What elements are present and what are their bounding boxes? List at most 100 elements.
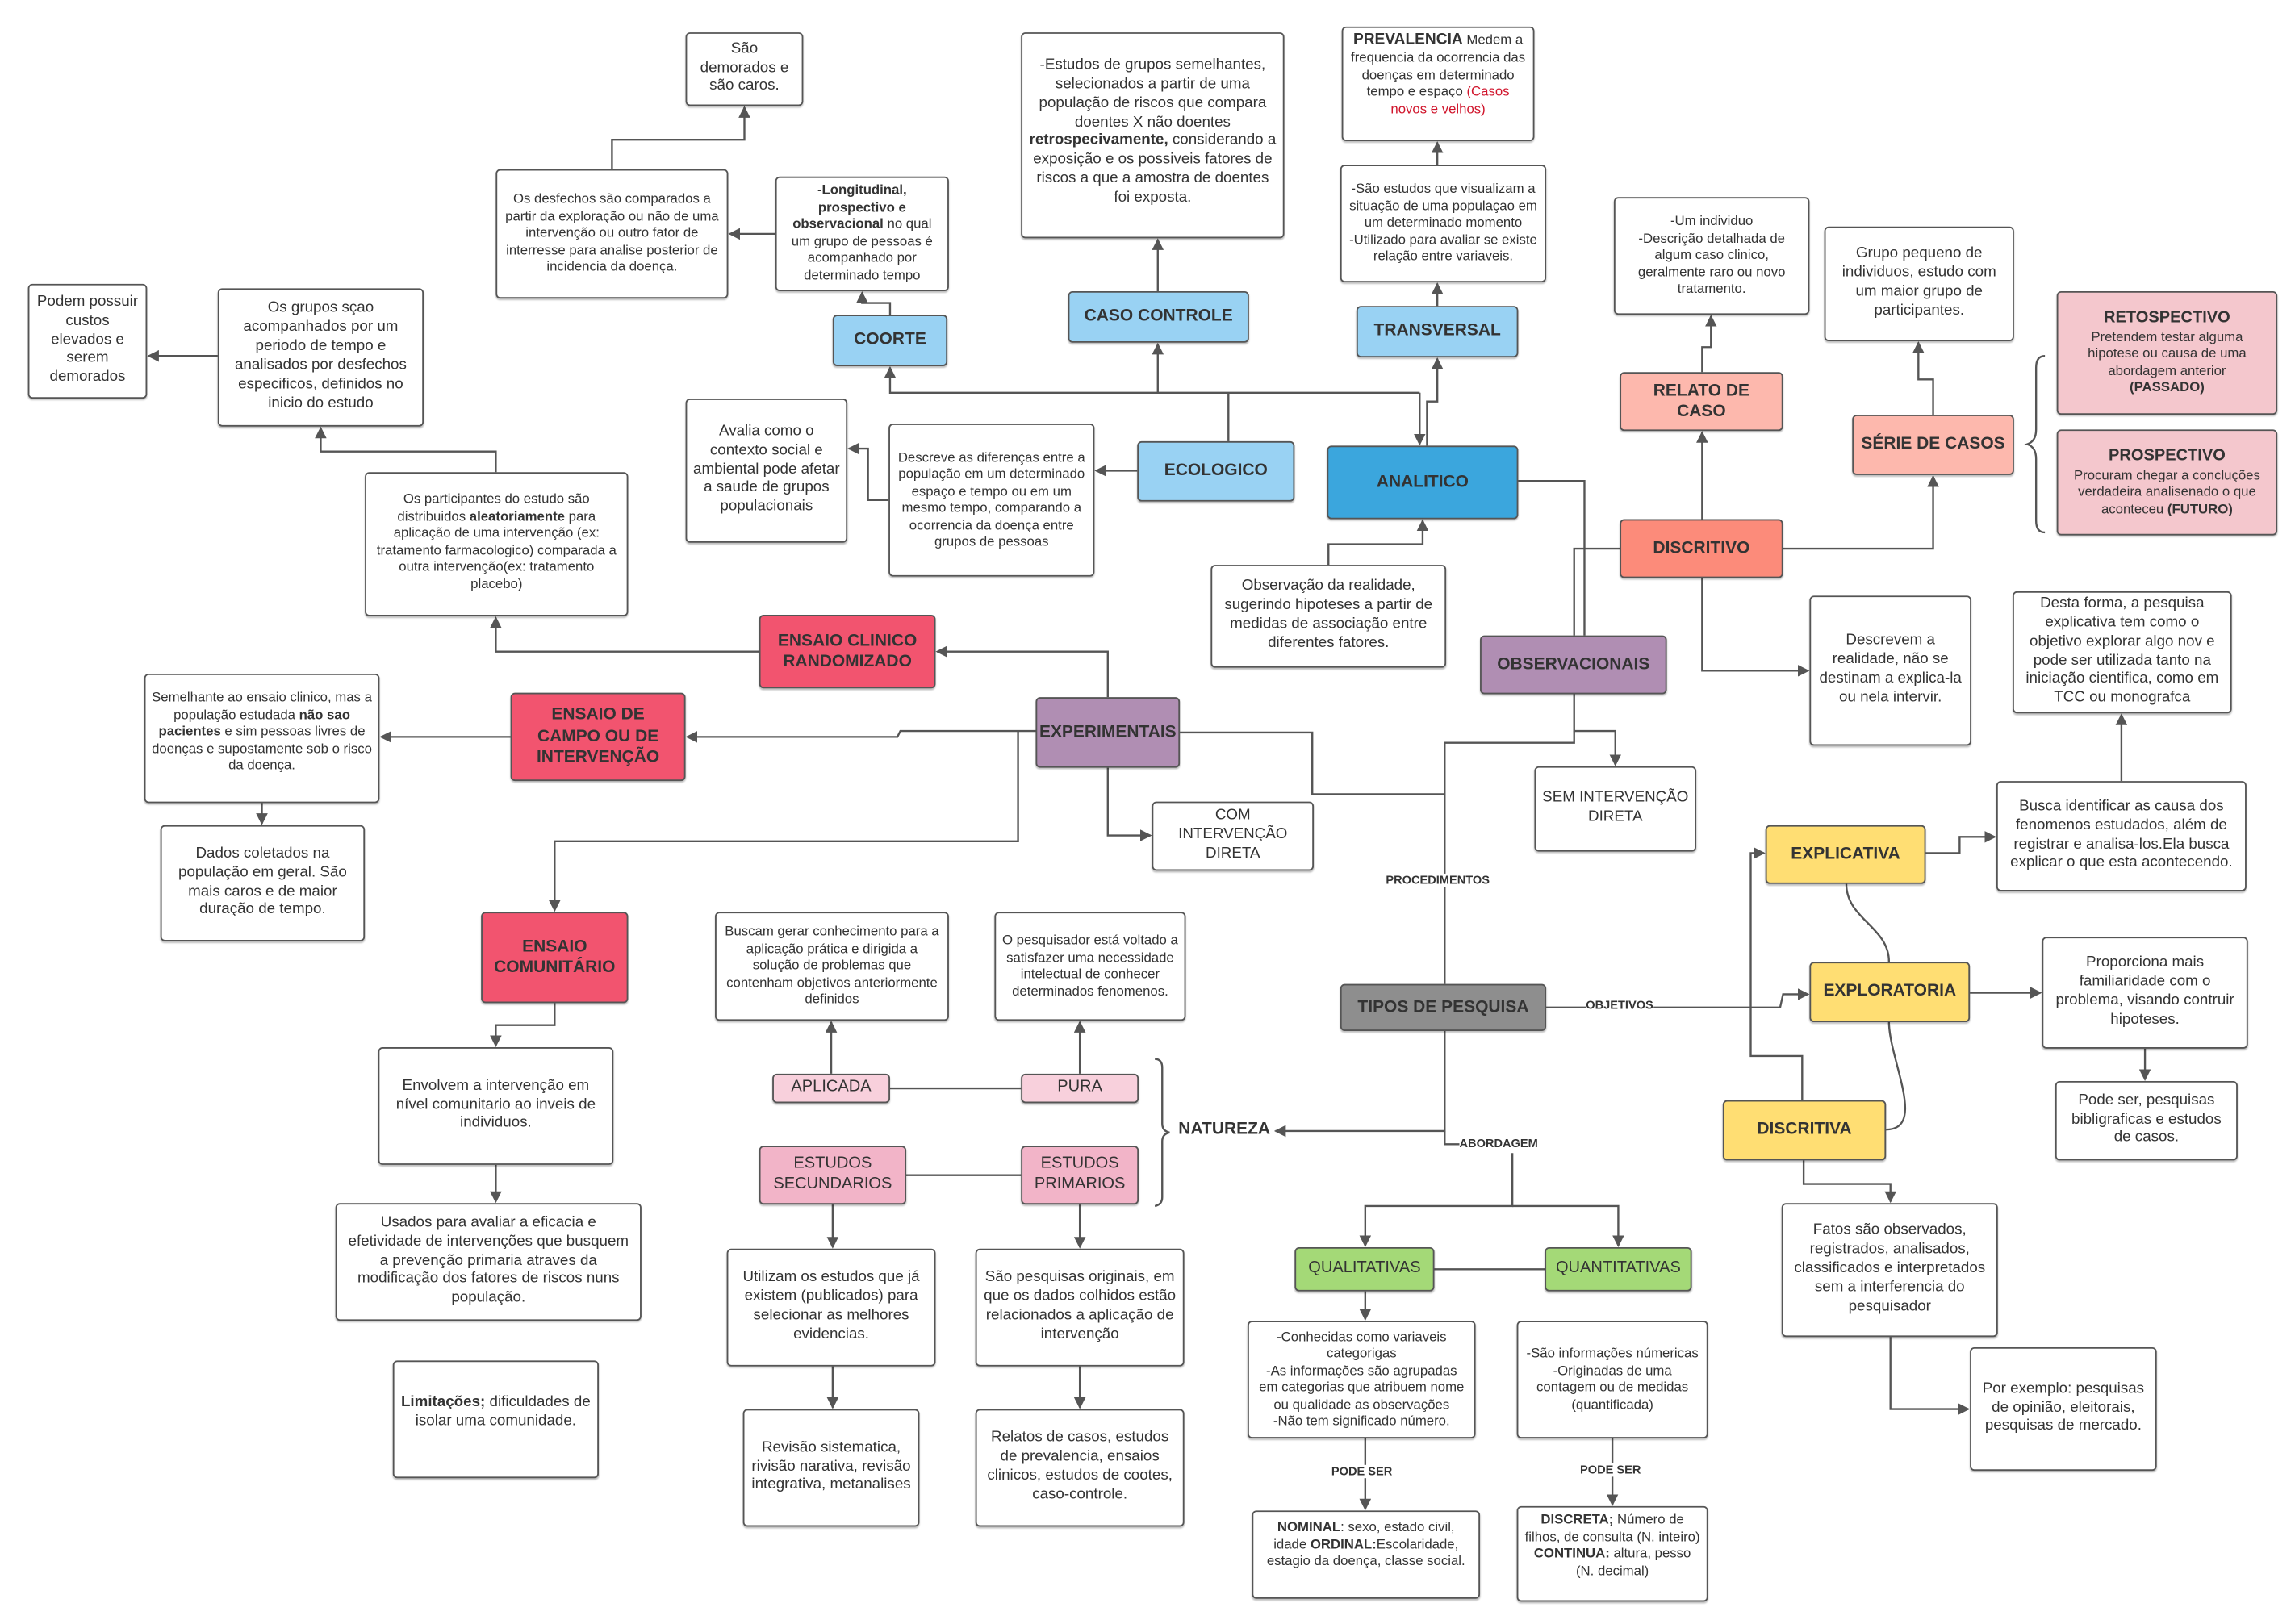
prospectivo-title: PROSPECTIVO <box>2108 446 2226 465</box>
coorte-desc-text: no qual um grupo de pessoas é acompanhad… <box>791 215 933 282</box>
sem-intervencao-note: SEM INTERVENÇÃO DIRETA <box>1534 766 1697 852</box>
pura-desc-text: O pesquisador está voltado a satisfazer … <box>1001 932 1178 998</box>
node-serie-label: SÉRIE DE CASOS <box>1861 436 2005 454</box>
node-ensaio-campo-label: ENSAIO DE CAMPO OU DE INTERVENÇÃO <box>536 706 660 767</box>
node-estudos-secundarios[interactable]: ESTUDOS SECUNDARIOS <box>759 1146 907 1205</box>
secundarios-examples: Revisão sistematica, rivisão narativa, r… <box>742 1409 920 1527</box>
analitico-description: Observação da realidade, sugerindo hipot… <box>1210 565 1447 668</box>
exploratoria-examples: Pode ser, pesquisas bibligraficas e estu… <box>2055 1080 2238 1161</box>
cost-note-text: São demorados e são caros. <box>700 40 789 95</box>
node-explicativa-label: EXPLICATIVA <box>1791 845 1900 863</box>
label-natureza: NATUREZA <box>1178 1121 1271 1139</box>
limitations-bold: Limitações; <box>400 1394 486 1411</box>
node-estudos-primarios[interactable]: ESTUDOS PRIMARIOS <box>1021 1146 1139 1205</box>
node-relato-de-caso[interactable]: RELATO DE CASO <box>1620 372 1783 432</box>
ensaio-comunitario-usage: Usados para avaliar a eficacia e efetivi… <box>335 1203 642 1321</box>
coorte-outcomes-text: Os desfechos são comparados a partir da … <box>505 191 719 274</box>
node-caso-controle[interactable]: CASO CONTROLE <box>1068 290 1249 343</box>
node-qualitativas-label: QUALITATIVAS <box>1308 1259 1421 1277</box>
ensaio-clinico-desc-a: Os participantes do estudo são distribui… <box>397 491 590 524</box>
node-explicativa[interactable]: EXPLICATIVA <box>1765 825 1926 884</box>
node-qualitativas[interactable]: QUALITATIVAS <box>1294 1246 1435 1292</box>
label-objetivos: OBJETIVOS <box>1586 998 1653 1012</box>
node-caso-controle-label: CASO CONTROLE <box>1084 307 1233 326</box>
qualitativas-desc-text: -Conhecidas como variaveis categorigas -… <box>1259 1329 1465 1429</box>
node-experimentais-label: EXPERIMENTAIS <box>1039 723 1177 741</box>
explicativa-note: Desta forma, a pesquisa explicativa tem … <box>2013 591 2232 714</box>
node-transversal-label: TRANSVERSAL <box>1373 322 1501 340</box>
serie-desc-text: Grupo pequeno de individuos, estudo com … <box>1841 245 1996 319</box>
node-discritivo-label: DISCRITIVO <box>1653 539 1750 557</box>
node-ecologico-label: ECOLOGICO <box>1164 462 1268 480</box>
node-secundarios-label: ESTUDOS SECUNDARIOS <box>773 1154 892 1193</box>
node-tipos-de-pesquisa[interactable]: TIPOS DE PESQUISA <box>1340 983 1547 1031</box>
node-quantitativas[interactable]: QUANTITATIVAS <box>1545 1246 1692 1292</box>
retrospectivo-desc: Pretendem testar alguma hipotese ou caus… <box>2088 329 2247 378</box>
ensaio-campo-data-note: Dados coletados na população em geral. S… <box>160 825 366 941</box>
retrospectivo-tag: (PASSADO) <box>2130 380 2205 395</box>
node-ensaio-campo[interactable]: ENSAIO DE CAMPO OU DE INTERVENÇÃO <box>510 692 686 782</box>
coorte-description: -Longitudinal, prospectivo e observacion… <box>775 176 949 291</box>
node-discritivo[interactable]: DISCRITIVO <box>1620 519 1783 578</box>
prevalencia-red-text: (Casos novos e velhos) <box>1390 84 1510 116</box>
node-relato-label: RELATO DE CASO <box>1653 382 1750 421</box>
node-discritiva-label: DISCRITIVA <box>1757 1121 1852 1139</box>
node-ecologico[interactable]: ECOLOGICO <box>1137 440 1295 502</box>
node-pura[interactable]: PURA <box>1021 1073 1139 1104</box>
retrospectivo-title: RETOSPECTIVO <box>2104 309 2230 327</box>
ensaio-comunitario-description: Envolvem a intervenção em nível comunita… <box>378 1047 614 1165</box>
node-coorte[interactable]: COORTE <box>832 315 948 366</box>
discritiva-examples-text: Por exemplo: pesquisas de opinião, eleit… <box>1982 1380 2145 1435</box>
node-serie-de-casos[interactable]: SÉRIE DE CASOS <box>1852 415 2014 475</box>
aplicada-desc-text: Buscam gerar conhecimento para a aplicaç… <box>725 924 939 1007</box>
ensaio-comunitario-desc-text: Envolvem a intervenção em nível comunita… <box>395 1077 596 1132</box>
continua-bold: CONTINUA: <box>1533 1546 1610 1561</box>
prevalencia-bold: PREVALENCIA <box>1352 31 1463 49</box>
node-analitico[interactable]: ANALITICO <box>1327 445 1519 520</box>
central-title: TIPOS DE PESQUISA <box>1357 998 1529 1017</box>
node-ensaio-comunitario-label: ENSAIO COMUNITÁRIO <box>494 937 616 977</box>
node-ensaio-comunitario[interactable]: ENSAIO COMUNITÁRIO <box>481 912 629 1004</box>
node-observacionais[interactable]: OBSERVACIONAIS <box>1480 635 1667 695</box>
node-aplicada-label: APLICADA <box>791 1078 872 1096</box>
discritiva-description: Fatos são observados, registrados, anali… <box>1781 1203 1998 1338</box>
ordinal-bold: ORDINAL: <box>1310 1536 1377 1551</box>
relato-desc-text: -Um individuo -Descrição detalhada de al… <box>1637 213 1786 296</box>
caso-controle-desc-b: considerando a exposição e os possiveis … <box>1033 132 1277 207</box>
node-discritiva[interactable]: DISCRITIVA <box>1722 1100 1887 1161</box>
ensaio-clinico-desc-b: para aplicação de uma intervenção (ex: t… <box>376 507 617 591</box>
secundarios-examples-text: Revisão sistematica, rivisão narativa, r… <box>751 1439 911 1494</box>
ensaio-campo-description: Semelhante ao ensaio clinico, mas a popu… <box>144 673 380 804</box>
node-aplicada[interactable]: APLICADA <box>772 1073 890 1104</box>
analitico-desc-text: Observação da realidade, sugerindo hipot… <box>1224 578 1433 652</box>
label-pode-ser-quantitativas: PODE SER <box>1580 1463 1641 1477</box>
transversal-desc-text: -São estudos que visualizam a situação d… <box>1349 181 1537 264</box>
relato-description: -Um individuo -Descrição detalhada de al… <box>1613 197 1810 315</box>
node-pura-label: PURA <box>1057 1078 1103 1096</box>
primarios-examples-text: Relatos de casos, estudos de prevalencia… <box>987 1430 1173 1503</box>
prevalencia-note: PREVALENCIA Medem a frequencia da ocorre… <box>1341 26 1535 142</box>
primarios-description: São pesquisas originais, em que os dados… <box>975 1248 1185 1367</box>
serie-description: Grupo pequeno de individuos, estudo com … <box>1824 226 2014 341</box>
com-intervencao-note: COM INTERVENÇÃO DIRETA <box>1152 801 1315 871</box>
ensaio-campo-desc-a: Semelhante ao ensaio clinico, mas a popu… <box>152 690 372 722</box>
quantitativas-description: -São informações númericas -Originadas d… <box>1516 1321 1708 1438</box>
node-experimentais[interactable]: EXPERIMENTAIS <box>1035 697 1181 768</box>
node-transversal[interactable]: TRANSVERSAL <box>1356 306 1519 358</box>
quantitativas-desc-text: -São informações númericas -Originadas d… <box>1526 1346 1699 1412</box>
ensaio-comunitario-usage-text: Usados para avaliar a eficacia e efetivi… <box>348 1214 629 1307</box>
discritivo-desc-text: Descrevem a realidade, não se destinam a… <box>1819 632 1962 706</box>
node-ensaio-clinico-label: ENSAIO CLINICO RANDOMIZADO <box>777 632 918 671</box>
node-ensaio-clinico[interactable]: ENSAIO CLINICO RANDOMIZADO <box>759 615 936 689</box>
aplicada-description: Buscam gerar conhecimento para a aplicaç… <box>715 912 949 1021</box>
quantitativas-types: DISCRETA; Número de filhos, de consulta … <box>1516 1505 1708 1602</box>
qualitativas-types: NOMINAL: sexo, estado civil, idade ORDIN… <box>1252 1510 1481 1599</box>
primarios-examples: Relatos de casos, estudos de prevalencia… <box>975 1409 1185 1527</box>
node-exploratoria[interactable]: EXPLORATORIA <box>1809 962 1971 1023</box>
ensaio-clinico-description: Os participantes do estudo são distribui… <box>365 472 629 616</box>
ensaio-clinico-cost-note: Podem possuir custos elevados e serem de… <box>27 283 148 399</box>
ensaio-clinico-cost-text: Podem possuir custos elevados e serem de… <box>36 294 139 386</box>
secundarios-description: Utilizam os estudos que já existem (publ… <box>726 1248 936 1367</box>
discritiva-examples: Por exemplo: pesquisas de opinião, eleit… <box>1970 1346 2157 1472</box>
